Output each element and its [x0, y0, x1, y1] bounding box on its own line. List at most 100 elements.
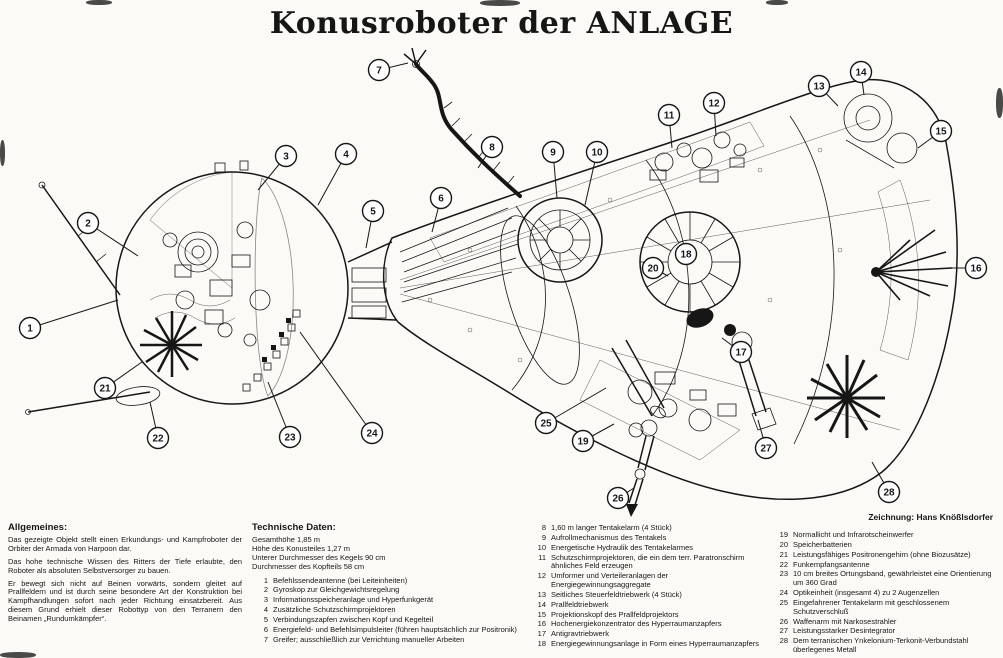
- legend-item-text: Prallfeldtriebwerk: [551, 599, 609, 609]
- callout-number: 24: [366, 429, 378, 440]
- callout-21: 21: [93, 361, 143, 400]
- callout-2: 2: [76, 211, 139, 257]
- legend-item-number: 12: [537, 571, 546, 581]
- callout-22: 22: [146, 401, 170, 450]
- callout-circle: [360, 421, 384, 445]
- legend-item-14: 14 Prallfeldtriebwerk: [530, 599, 766, 610]
- ortungsband: [242, 309, 301, 392]
- callout-20: 20: [641, 256, 669, 280]
- scan-smudge: [996, 88, 1003, 118]
- paragraph: Er bewegt sich nicht auf Beinen vorwärts…: [8, 578, 242, 623]
- legend-item-number: 4: [263, 605, 268, 615]
- callout-25: 25: [534, 387, 607, 435]
- legend-item-number: 17: [537, 629, 546, 639]
- legend-item-number: 28: [779, 636, 788, 646]
- callout-circle: [702, 91, 726, 115]
- legend-item-text: Leistungsstarker Desintegrator: [793, 626, 896, 636]
- callout-26: 26: [606, 486, 635, 510]
- scan-smudge: [766, 0, 788, 5]
- general-notes-body: Das gezeigte Objekt stellt einen Erkundu…: [8, 535, 242, 624]
- paragraph: Das hohe technische Wissen des Ritters d…: [8, 556, 242, 575]
- callout-circle: [429, 186, 453, 210]
- callout-3: 3: [257, 144, 298, 191]
- callout-13: 13: [807, 74, 839, 107]
- legend-item-number: 6: [263, 624, 268, 634]
- legend-item-text: Energetische Hydraulik des Tentakelarmes: [551, 542, 694, 552]
- callout-4: 4: [317, 142, 358, 206]
- callout-19: 19: [571, 423, 615, 453]
- callout-circle: [93, 376, 117, 400]
- tech-data-line: Gesamthöhe 1,85 m: [252, 535, 320, 545]
- legend-item-number: 9: [541, 532, 546, 542]
- legend-item-number: 13: [537, 589, 546, 599]
- tentacle-roll-mechanism: [517, 197, 603, 283]
- callout-number: 12: [708, 99, 720, 110]
- callout-8: 8: [477, 135, 504, 169]
- paragraph: Das gezeigte Objekt stellt einen Erkundu…: [8, 535, 242, 554]
- callout-circle: [274, 144, 298, 168]
- legend-item-text: Zusätzliche Schutzschirmprojektoren: [273, 605, 396, 615]
- legend-item-number: 5: [263, 614, 268, 624]
- callout-circle: [146, 426, 170, 450]
- callout-number: 21: [99, 384, 111, 395]
- legend-item-text: Optikeinheit (insgesamt 4) zu 2 Augenzel…: [793, 588, 940, 598]
- general-notes-heading: Allgemeines:: [8, 522, 68, 533]
- callout-15: 15: [917, 119, 953, 149]
- legend-item-number: 2: [263, 585, 268, 595]
- callout-11: 11: [657, 103, 681, 149]
- callout-5: 5: [361, 199, 385, 249]
- callout-number: 23: [284, 433, 296, 444]
- legend-item-text: Hochenergiekonzentrator des Hyperraumanz…: [551, 619, 722, 629]
- legend-item-number: 18: [537, 639, 546, 649]
- legend-item-number: 14: [537, 599, 546, 609]
- callout-circle: [606, 486, 630, 510]
- legend-item-text: Eingefahrener Tentakelarm mit geschlosse…: [793, 597, 950, 616]
- legend-item-text: Waffenarm mit Narkosestrahler: [793, 616, 897, 626]
- callout-9: 9: [541, 140, 565, 199]
- callout-24: 24: [299, 331, 384, 445]
- neck-connector: [347, 241, 397, 321]
- callout-28: 28: [871, 461, 901, 504]
- callout-6: 6: [429, 186, 453, 233]
- callout-circle: [480, 135, 504, 159]
- callout-number: 1: [27, 324, 33, 335]
- callout-circle: [534, 411, 558, 435]
- legend-item-text: Antigravtriebwerk: [551, 629, 609, 639]
- callout-12: 12: [702, 91, 726, 137]
- callout-circle: [76, 211, 100, 235]
- callout-number: 26: [612, 494, 624, 505]
- legend-item-number: 24: [779, 588, 788, 598]
- retracted-tentacle-arm: [611, 339, 666, 419]
- callout-1: 1: [18, 299, 119, 340]
- lower-machinery: [627, 308, 737, 438]
- artist-signature: Zeichnung: Hans Knößlsdorfer: [868, 512, 993, 522]
- robot-head-section: [25, 160, 349, 415]
- legend-item-number: 1: [263, 575, 268, 585]
- callout-number: 22: [152, 434, 164, 445]
- callout-circle: [541, 140, 565, 164]
- callout-circle: [729, 340, 753, 364]
- callout-number: 10: [591, 148, 603, 159]
- legend-item-number: 27: [779, 626, 788, 636]
- tentacle-arm: [403, 47, 522, 198]
- legend-item-text: Dem terranischen Ynkelonium-Terkonit-Ver…: [793, 636, 969, 655]
- legend-item-number: 15: [537, 609, 546, 619]
- legend-item-number: 25: [779, 597, 788, 607]
- callout-number: 18: [680, 250, 692, 261]
- callout-circle: [674, 242, 698, 266]
